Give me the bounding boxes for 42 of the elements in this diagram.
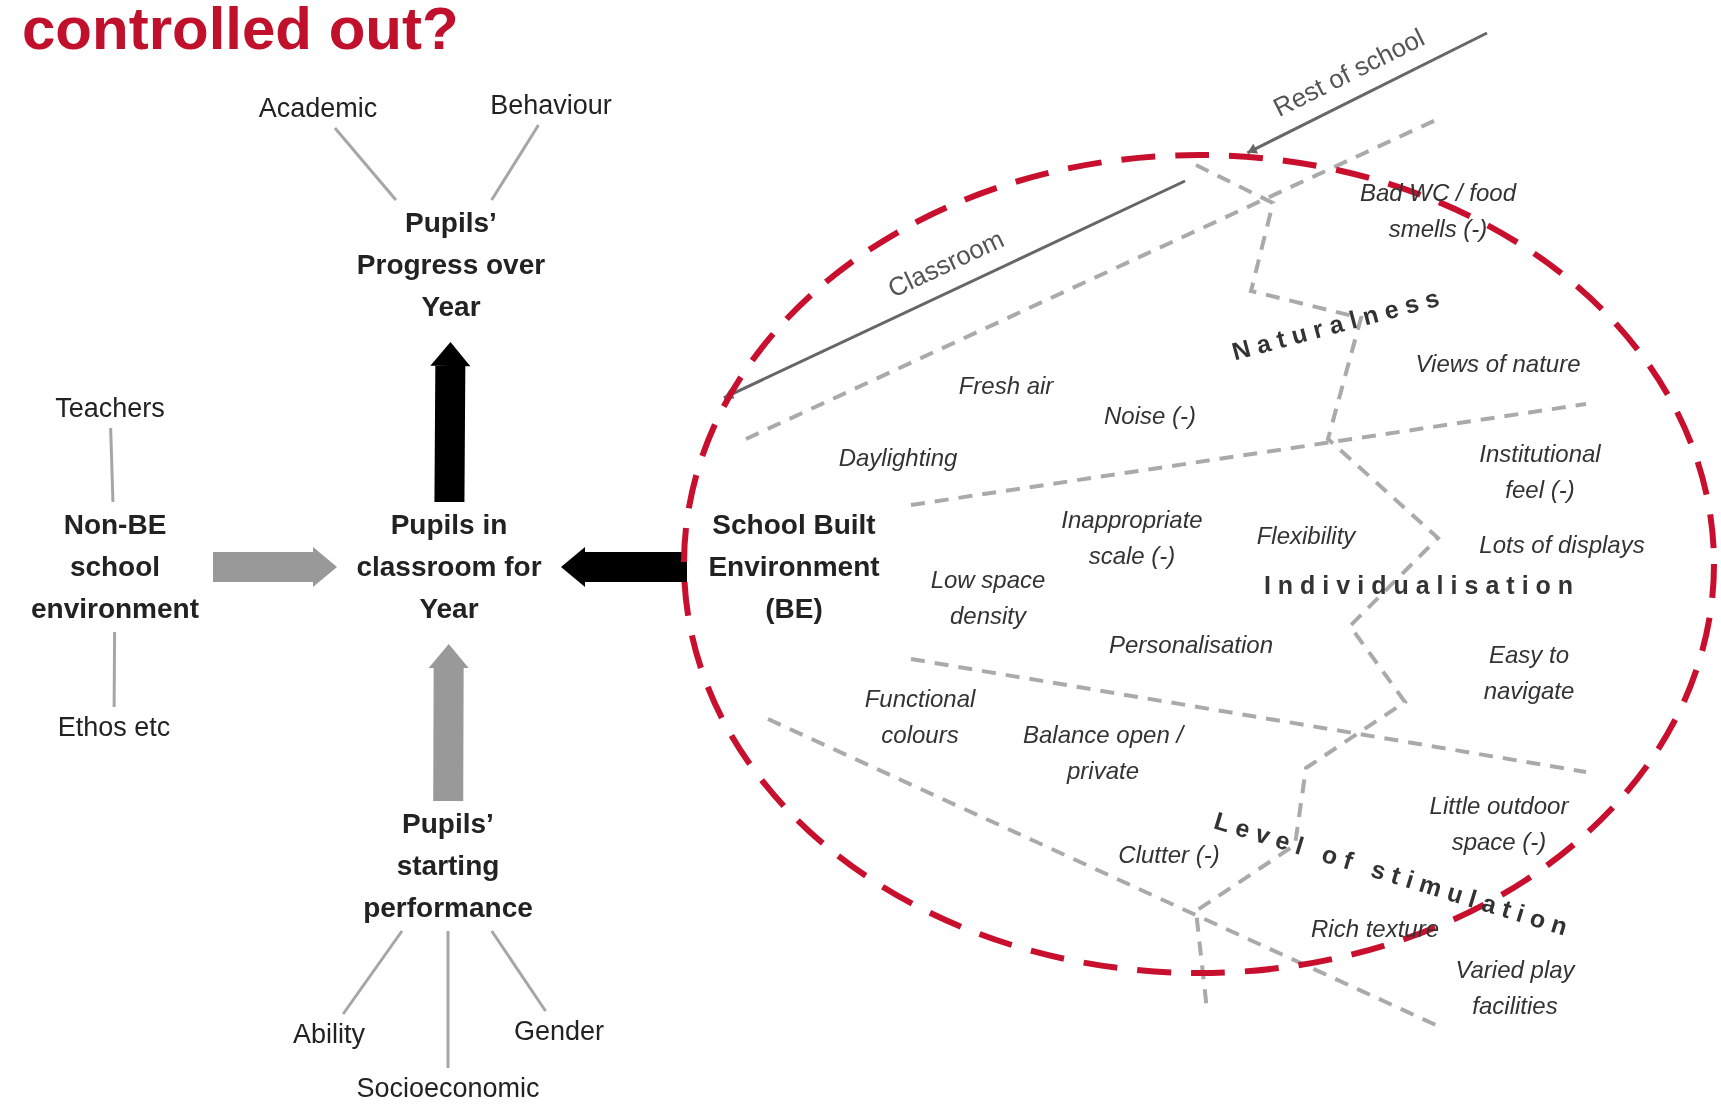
block-arrow: [428, 644, 469, 802]
node-label: Pupils’ starting performance: [362, 807, 534, 925]
connector-line: [490, 930, 547, 1012]
factor-label: Fresh air: [958, 371, 1054, 401]
node-label: Gender: [513, 1014, 605, 1048]
arrow: [1246, 31, 1488, 155]
connector-line: [341, 930, 404, 1015]
connector-line: [490, 124, 540, 201]
category-heading: Individualisation: [1263, 570, 1581, 602]
factor-label: Easy to navigate: [1482, 640, 1576, 706]
factor-label: Daylighting: [838, 443, 958, 473]
block-arrow: [430, 342, 471, 503]
block-arrow: [213, 547, 337, 587]
node-label: Pupils in classroom for Year: [355, 508, 543, 626]
connector-line: [333, 127, 398, 201]
connector-line: [109, 427, 115, 503]
connector-line: [446, 931, 450, 1068]
title: controlled out?: [22, 0, 459, 62]
factor-label: Varied play facilities: [1454, 955, 1577, 1021]
factor-label: Bad WC / food smells (-): [1358, 178, 1518, 244]
factor-label: Balance open / private: [1021, 720, 1186, 786]
node-label: Behaviour: [490, 88, 612, 122]
node-label: Ethos etc: [57, 710, 171, 744]
factor-label: Personalisation: [1108, 630, 1274, 660]
block-arrow: [561, 547, 687, 587]
factor-label: Functional colours: [863, 684, 977, 750]
node-label: Ability: [293, 1017, 365, 1051]
factor-label: Institutional feel (-): [1478, 439, 1602, 505]
node-label: Pupils’ Progress over Year: [355, 206, 547, 324]
node-label: Academic: [258, 91, 378, 125]
factor-label: Inappropriate scale (-): [1060, 505, 1204, 571]
node-label: Teachers: [55, 391, 165, 425]
node-label: Non-BE school environment: [30, 508, 200, 626]
connector-line: [112, 632, 117, 707]
node-label: Socioeconomic: [356, 1071, 540, 1105]
factor-label: Low space density: [929, 565, 1047, 631]
arrow: [723, 179, 1186, 400]
node-label: School Built Environment (BE): [707, 508, 881, 626]
factor-label: Flexibility: [1256, 521, 1356, 551]
factor-label: Little outdoor space (-): [1428, 791, 1571, 857]
factor-label: Lots of displays: [1479, 530, 1645, 560]
factor-label: Noise (-): [1104, 401, 1196, 431]
